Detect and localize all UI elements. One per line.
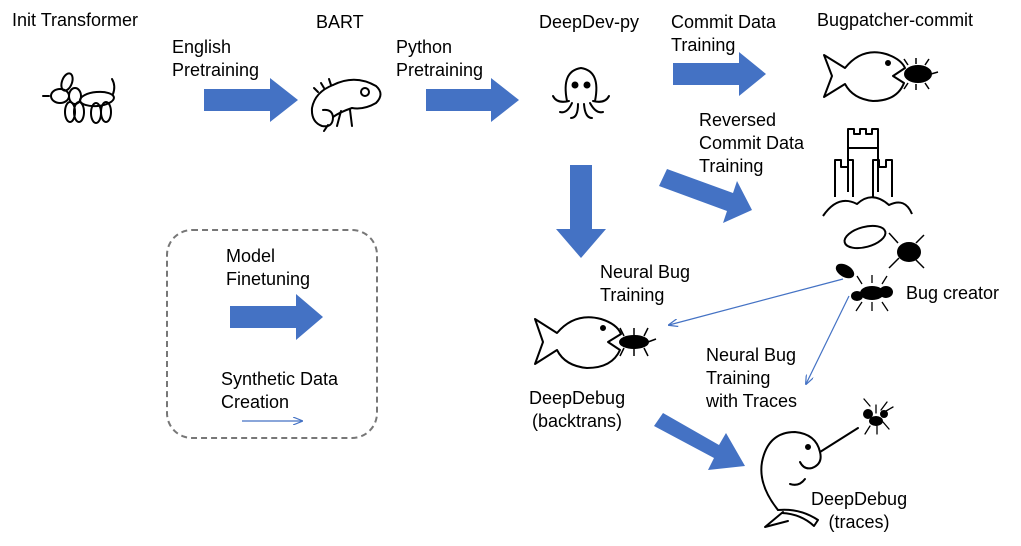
deepdev-py-label: DeepDev-py xyxy=(539,12,640,32)
python-pretraining-arrow xyxy=(426,78,519,122)
neural-bug-line xyxy=(669,278,844,325)
init-transformer-label: Init Transformer xyxy=(12,10,139,30)
deepdebug-backtrans-label: DeepDebug (backtrans) xyxy=(529,388,626,431)
bug-creator-label: Bug creator xyxy=(906,283,1000,303)
reversed-commit-training-arrow xyxy=(659,169,752,223)
english-pretraining-label: English Pretraining xyxy=(172,37,260,80)
octopus-icon xyxy=(552,66,610,119)
commit-data-training-arrow xyxy=(673,52,766,96)
neural-bug-training-traces-label: Neural Bug Training with Traces xyxy=(706,345,798,411)
legend-finetuning-arrow xyxy=(230,294,323,340)
legend-finetuning-label: Model Finetuning xyxy=(226,246,311,289)
narwhal-with-ant-icon xyxy=(760,398,894,528)
reversed-commit-training-label: Reversed Commit Data Training xyxy=(699,110,805,176)
neural-bug-traces-line xyxy=(806,295,850,384)
commit-data-training-label: Commit Data Training xyxy=(671,12,777,55)
deepdebug-traces-label: DeepDebug (traces) xyxy=(811,489,908,532)
legend-box xyxy=(166,229,378,439)
balloon-dog-icon xyxy=(42,72,116,124)
bart-label: BART xyxy=(316,12,364,32)
chameleon-icon xyxy=(310,78,382,132)
legend-synthetic-label: Synthetic Data Creation xyxy=(221,369,339,412)
castle-with-ants-icon xyxy=(822,128,925,312)
traces-arrow xyxy=(654,413,745,470)
bugpatcher-commit-label: Bugpatcher-commit xyxy=(817,10,974,30)
fish-eating-bug-icon xyxy=(534,316,657,369)
english-pretraining-arrow xyxy=(204,78,298,122)
python-pretraining-label: Python Pretraining xyxy=(396,37,484,80)
fish-eating-bug-icon xyxy=(823,51,939,102)
deepdev-down-arrow xyxy=(556,165,606,258)
neural-bug-training-label: Neural Bug Training xyxy=(600,262,691,305)
